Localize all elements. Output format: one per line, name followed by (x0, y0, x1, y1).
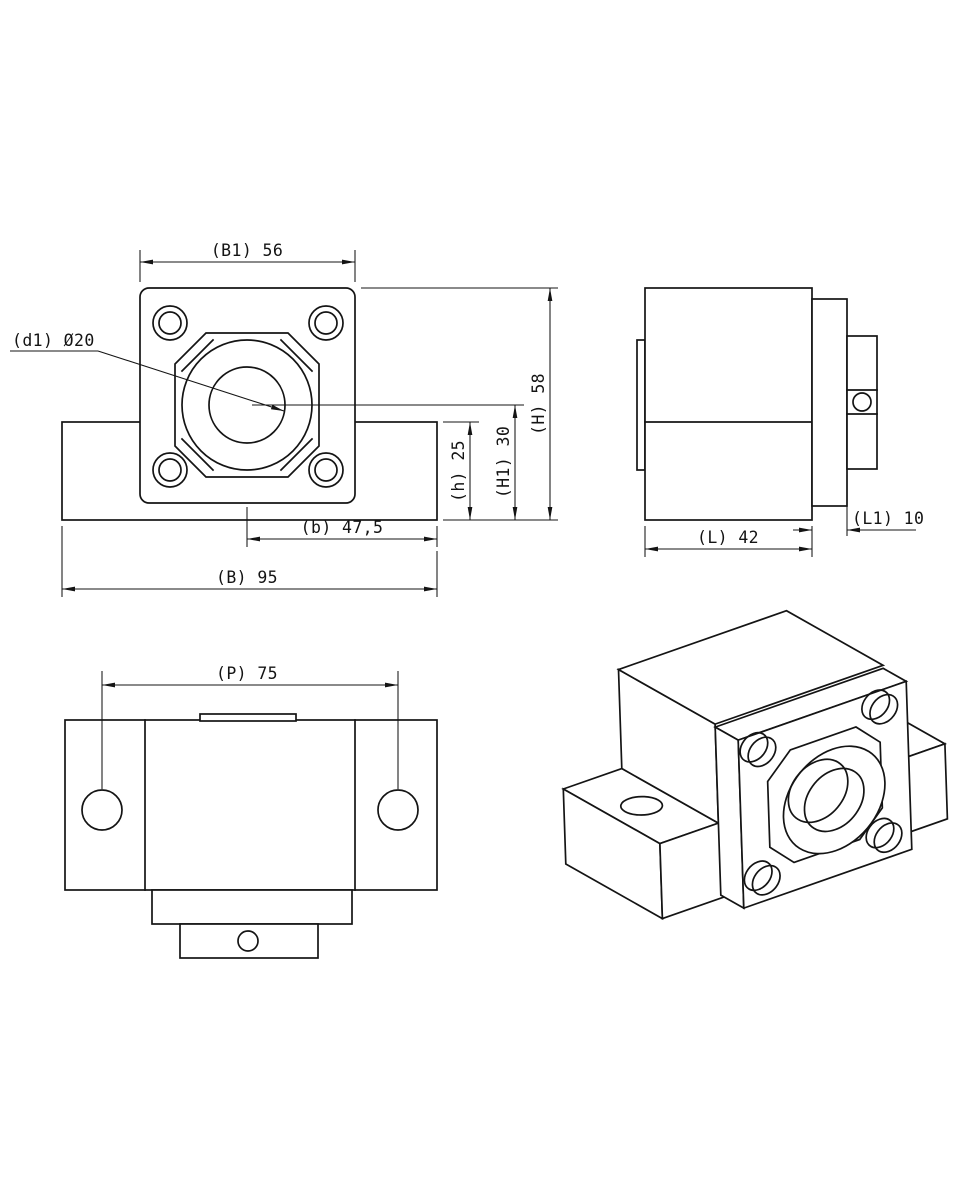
front-chamfer-edge (180, 338, 215, 373)
iso-bolt-hole (752, 862, 781, 899)
isometric-view (563, 611, 947, 919)
front-bolt-hole-inner (158, 458, 182, 482)
iso-bolt-hole (748, 733, 777, 770)
iso-bolt-hole-depth (866, 814, 895, 851)
front-chamfer-edge (180, 437, 215, 472)
dim-d1-label: (d1) Ø20 (12, 331, 95, 350)
iso-bolt-hole (870, 691, 899, 728)
iso-boss-circle (782, 731, 887, 868)
iso-bolt-hole-depth (861, 686, 890, 723)
side-rear-boss (636, 339, 646, 471)
bottom-pilot-hole (237, 930, 259, 952)
dim-b-label: (b) 47,5 (301, 518, 384, 537)
bottom-flange-step (151, 889, 353, 925)
bottom-mounting-hole-right (377, 789, 419, 831)
leader-line-d1 (97, 350, 285, 412)
dim-B-label: (B) 95 (216, 568, 278, 587)
bottom-mounting-hole-left (81, 789, 123, 831)
dim-L-label: (L) 42 (697, 528, 759, 547)
side-view: (L) 42 (L1) 10 (636, 287, 924, 557)
iso-bore-circle (804, 760, 865, 840)
dim-h-label: (h) 25 (449, 440, 468, 502)
iso-bore-depth (787, 751, 848, 831)
bottom-base-outline (64, 719, 438, 891)
dim-H-label: (H) 58 (529, 373, 548, 435)
side-body-outline (644, 287, 813, 521)
side-flange-plate (811, 298, 848, 507)
dim-P-label: (P) 75 (216, 664, 278, 683)
dim-B1-label: (B1) 56 (211, 241, 283, 260)
dim-L1-label: (L1) 10 (852, 509, 924, 528)
front-chamfer-edge (279, 437, 314, 472)
front-chamfer-edge (279, 338, 314, 373)
front-view: (B1) 56 (d1) Ø20 (H) 58 (h) 25 (H1) 30 (… (10, 241, 558, 597)
iso-base-mounting-hole (612, 793, 670, 819)
side-pilot-hole (852, 392, 872, 412)
iso-housing-top-face (619, 611, 884, 724)
front-bolt-hole-inner (158, 311, 182, 335)
front-bolt-hole-inner (314, 311, 338, 335)
dim-H1-label: (H1) 30 (494, 426, 513, 498)
iso-bolt-hole (874, 819, 903, 856)
bottom-boss-flat (199, 713, 297, 722)
front-bolt-hole-inner (314, 458, 338, 482)
bottom-view: (P) 75 (64, 664, 438, 959)
iso-bolt-hole-depth (740, 729, 769, 766)
iso-bolt-hole-depth (744, 857, 773, 894)
